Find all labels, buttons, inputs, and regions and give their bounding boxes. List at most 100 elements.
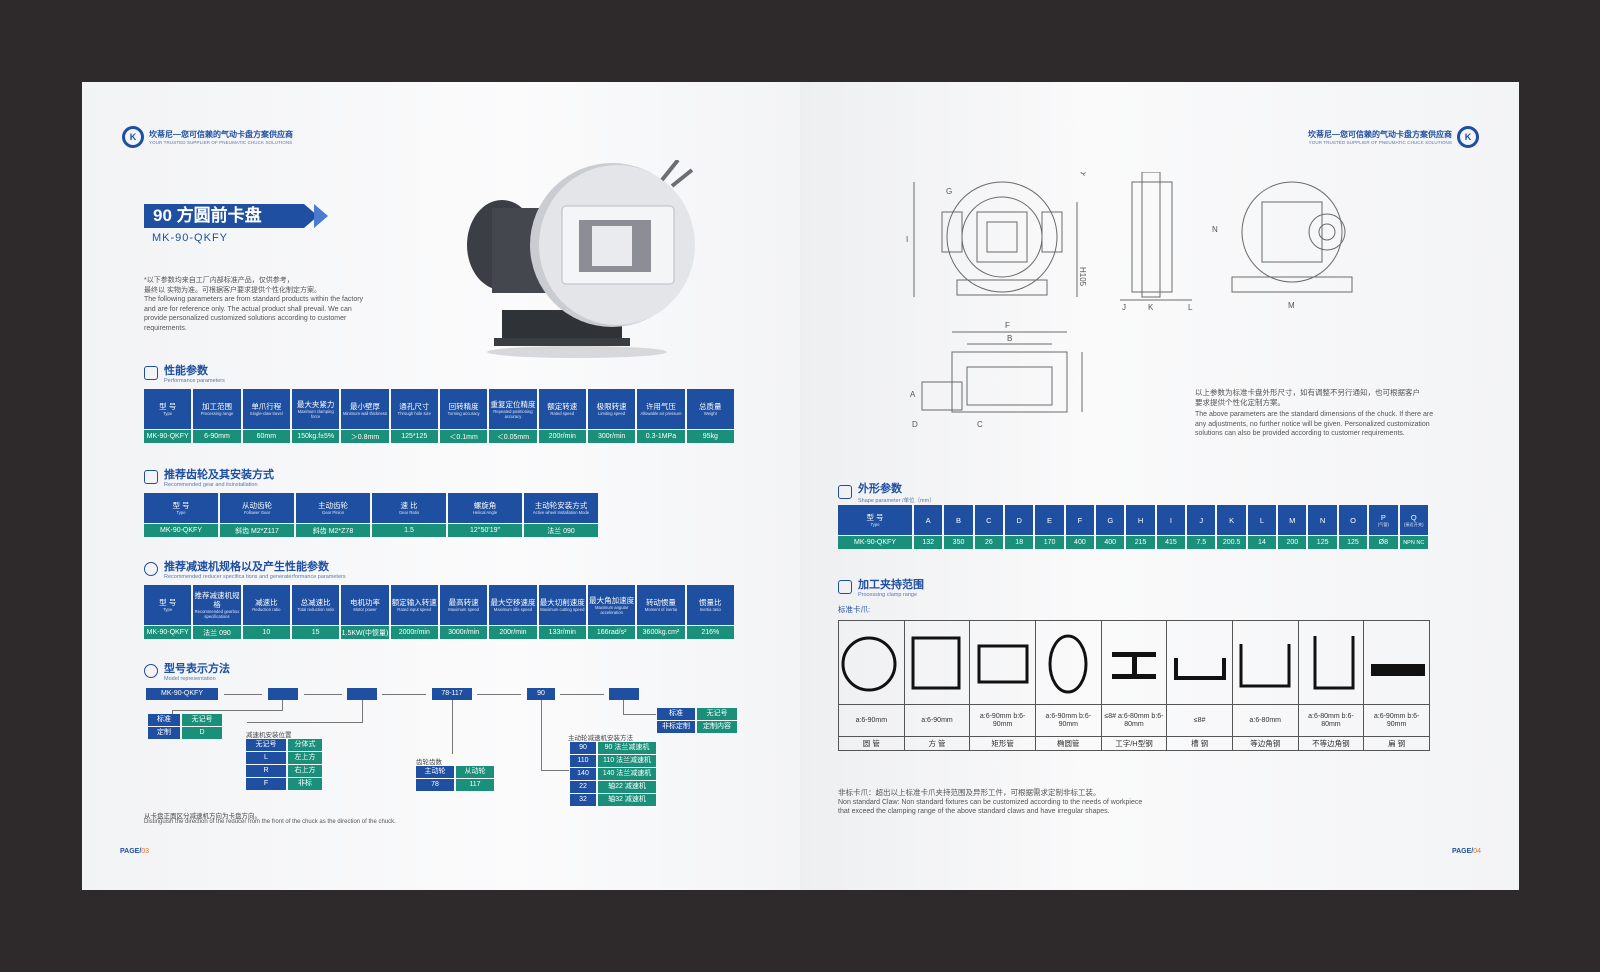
- clamp-name-1: 方 管: [903, 736, 971, 751]
- g1-r1-c1: D: [182, 727, 222, 739]
- g4-r0-c1: 90 法兰减速机: [598, 742, 656, 754]
- profile-2-icon: [977, 644, 1029, 683]
- perf-cell-10: 0.3-1MPa: [637, 430, 685, 443]
- perf-cell-8: 200r/min: [538, 430, 586, 443]
- clamp-shape-cell-5: [1166, 620, 1233, 705]
- shape-title: 外形参数: [858, 483, 902, 495]
- shape-header-14: N: [1308, 505, 1337, 535]
- g1-r0-c0: 标准: [148, 714, 180, 726]
- shape-header-13: M: [1278, 505, 1307, 535]
- perf-cell-0: MK-90-QKFY: [144, 430, 192, 443]
- shape-cell-9: 415: [1156, 536, 1186, 549]
- gear-cell-3: 1.5: [372, 524, 446, 537]
- shape-cell-14: 125: [1308, 536, 1337, 549]
- shape-cell-11: 200.5: [1217, 536, 1246, 549]
- wrench-icon: [144, 470, 158, 484]
- perf-cell-7: ＜0.05mm: [489, 430, 537, 443]
- clamp-shape-cell-8: [1363, 620, 1430, 705]
- ruler-icon: [838, 485, 852, 499]
- g2-r1-c0: L: [246, 752, 286, 764]
- drawing-label-g: G: [946, 187, 952, 196]
- clamp-range-8: a:6-90mm b:6-90mm: [1363, 704, 1430, 737]
- clamp-title: 加工夹持范围: [858, 579, 924, 591]
- gear-cell-1: 斜齿 M2*Z117: [220, 524, 294, 537]
- brand-header-right: 坎蒂尼—您可信赖的气动卡盘方案供应商 YOUR TRUSTED SUPPLIER…: [1308, 126, 1479, 148]
- clamp-shape-cell-0: [838, 620, 905, 705]
- shape-header-12: L: [1247, 505, 1277, 535]
- drawing-label-c: C: [977, 420, 983, 429]
- clamp-range-5: ≤8#: [1166, 704, 1233, 737]
- shape-cell-7: 400: [1096, 536, 1125, 549]
- profile-5-icon: [1173, 657, 1226, 680]
- shape-cell-15: 125: [1338, 536, 1368, 549]
- shape-header-2: B: [944, 505, 973, 535]
- g4-r2-c1: 140 法兰减速机: [598, 768, 656, 780]
- shape-header-15: O: [1338, 505, 1368, 535]
- clamp-range-3: a:6-90mm b:6-90mm: [1034, 704, 1102, 737]
- perf-cell-11: 95kg: [686, 430, 734, 443]
- brand-tagline: 坎蒂尼—您可信赖的气动卡盘方案供应商: [1308, 130, 1452, 139]
- clamp-range-2: a:6-90mm b:6-90mm: [969, 704, 1036, 737]
- reducer-cell-11: 216%: [686, 626, 734, 639]
- model-seg-5: 90: [527, 688, 555, 700]
- product-model: MK-90-QKFY: [152, 232, 229, 244]
- brand-tagline: 坎蒂尼—您可信赖的气动卡盘方案供应商: [149, 130, 293, 139]
- clamp-name-8: 扁 钢: [1363, 736, 1430, 751]
- product-image: [442, 158, 712, 360]
- reducer-cell-1: 法兰 090: [193, 626, 241, 639]
- dims-note: 以上参数为标准卡盘外形尺寸，如有调整不另行通知，也可根据客户 要求提供个性化定制…: [1195, 388, 1435, 439]
- shape-header-6: F: [1065, 505, 1095, 535]
- clamp-range-1: a:6-90mm: [903, 704, 971, 737]
- model-seg-2: [268, 688, 298, 700]
- perf-title: 性能参数: [164, 365, 208, 377]
- clamp-note-en2: that exceed the clamping range of the ab…: [838, 808, 1110, 815]
- drawing-label-j: J: [1122, 303, 1126, 312]
- clamp-name-6: 等边角钢: [1231, 736, 1299, 751]
- shape-header-17: Q(接近开关): [1399, 505, 1428, 535]
- perf-cell-5: 125*125: [390, 430, 438, 443]
- shape-header-3: C: [974, 505, 1004, 535]
- g2-r2-c0: R: [246, 765, 286, 777]
- intro-en: The following parameters are from standa…: [144, 296, 364, 332]
- g4-r3-c1: 轴22 减速机: [598, 781, 656, 793]
- profile-8-icon: [1370, 663, 1425, 676]
- brand-tagline-en: YOUR TRUSTED SUPPLIER OF PNEUMATIC CHUCK…: [149, 140, 293, 145]
- shape-cell-0: MK-90-QKFY: [838, 536, 912, 549]
- g2-title: 减速机安装位置: [246, 732, 292, 739]
- reducer-cell-3: 15: [291, 626, 340, 639]
- shape-cell-3: 26: [974, 536, 1004, 549]
- clamp-shape-cell-3: [1034, 620, 1102, 705]
- intro-note: *以下参数均来自工厂内部标准产品，仅供参考， 最终以 实物为准。可根据客户要求提…: [144, 276, 374, 333]
- clamp-shape-cell-2: [969, 620, 1036, 705]
- reducer-cell-6: 3000r/min: [439, 626, 488, 639]
- product-title: 90 方圆前卡盘: [144, 204, 304, 228]
- g3-r1-c1: 117: [456, 779, 494, 791]
- profile-3-icon: [1048, 634, 1088, 693]
- reducer-cell-4: 1.5KW(中惯量): [341, 626, 389, 639]
- gear-title: 推荐齿轮及其安装方式: [164, 469, 274, 481]
- gear-title-en: Recommended gear and itsinstallation: [164, 482, 258, 488]
- shape-header-4: D: [1005, 505, 1034, 535]
- perf-cell-6: ＜0.1mm: [439, 430, 488, 443]
- chevron-right-icon: [314, 204, 328, 228]
- g5-r0-c1: 无记号: [697, 708, 737, 720]
